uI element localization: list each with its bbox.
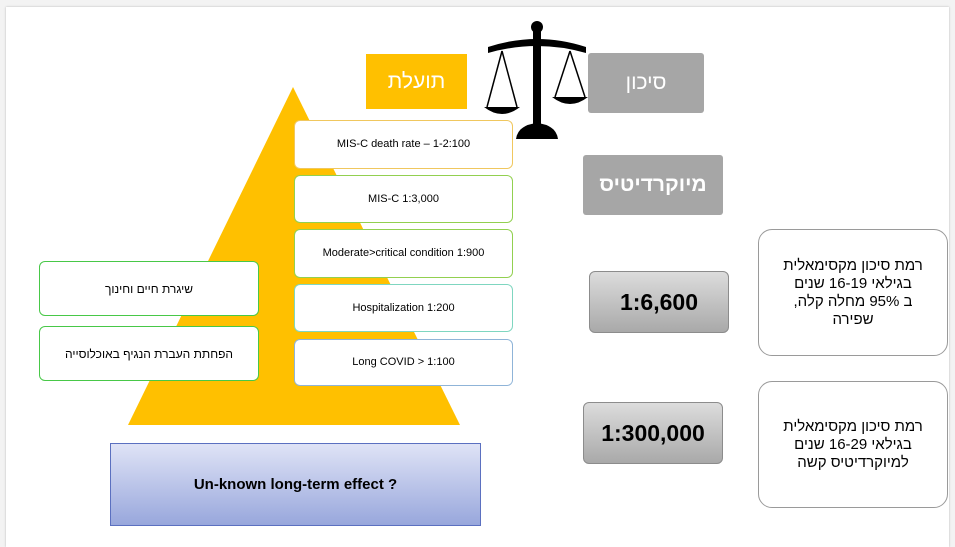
risk-stat-ratio-1: 1:6,600 (589, 271, 729, 333)
pyramid-item-long-covid: Long COVID > 1:100 (294, 339, 513, 386)
risk-title: סיכון (588, 53, 704, 113)
risk-note-2-line-1: רמת סיכון מקסימאלית (783, 417, 923, 435)
benefit-title: תועלת (366, 54, 467, 109)
slide: תועלת סיכון מיוקרדיטיס MIS-C death rate … (6, 7, 949, 547)
benefit-transmission-reduction: הפחתת העברת הנגיף באוכלוסייה (39, 326, 259, 381)
pyramid-item-hospitalization: Hospitalization 1:200 (294, 284, 513, 332)
risk-note-2-line-2: בגילאי 16-29 שנים (794, 435, 912, 453)
risk-note-1-line-3: ב 95% מחלה קלה, (793, 292, 913, 310)
risk-stat-ratio-2: 1:300,000 (583, 402, 723, 464)
risk-note-2-line-3: למיוקרדיטיס קשה (797, 453, 909, 471)
risk-note-1: רמת סיכון מקסימאלית בגילאי 16-19 שנים ב … (758, 229, 948, 356)
pyramid-item-mis-c: MIS-C 1:3,000 (294, 175, 513, 223)
risk-note-1-line-2: בגילאי 16-19 שנים (794, 274, 912, 292)
myocarditis-title: מיוקרדיטיס (583, 155, 723, 215)
pyramid-item-critical: Moderate>critical condition 1:900 (294, 229, 513, 278)
risk-note-1-line-4: שפירה (832, 310, 874, 328)
unknown-long-term-effect: Un-known long-term effect ? (110, 443, 481, 526)
benefit-routine-education: שיגרת חיים וחינוך (39, 261, 259, 316)
pyramid-item-mis-c-death: MIS-C death rate – 1-2:100 (294, 120, 513, 169)
risk-note-1-line-1: רמת סיכון מקסימאלית (783, 256, 923, 274)
balance-scale-icon (484, 21, 588, 139)
risk-note-2: רמת סיכון מקסימאלית בגילאי 16-29 שנים למ… (758, 381, 948, 508)
